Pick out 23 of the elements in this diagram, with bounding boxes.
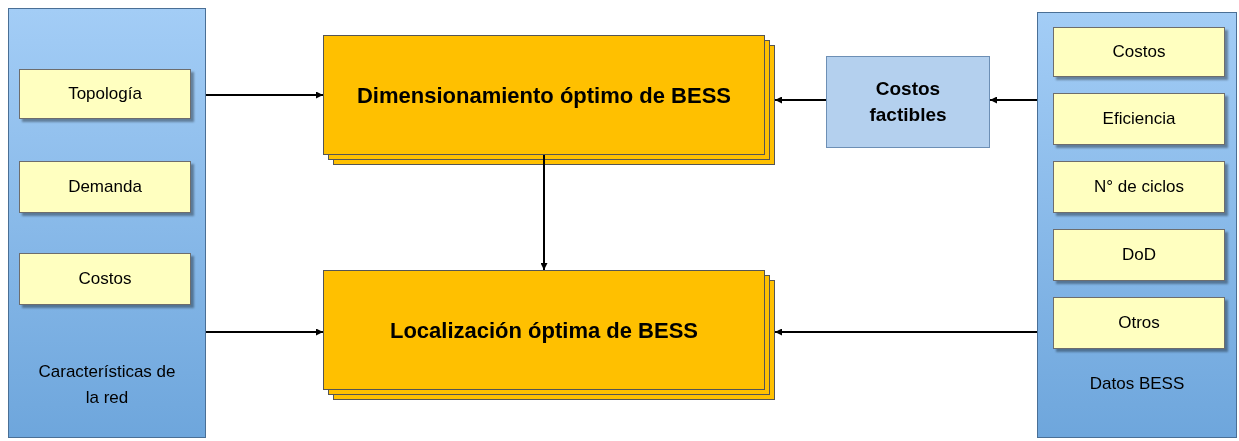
- stacked-process-box: [323, 35, 775, 165]
- arrow: [205, 328, 324, 336]
- group-panel: [1037, 12, 1237, 438]
- input-box: DoD: [1053, 229, 1225, 281]
- input-box: Costos: [19, 253, 191, 305]
- input-box: Eficiencia: [1053, 93, 1225, 145]
- arrow: [774, 328, 1038, 336]
- arrow: [205, 91, 324, 99]
- panel-title: Características de la red: [37, 361, 177, 409]
- input-box: Topología: [19, 69, 191, 119]
- input-box: Demanda: [19, 161, 191, 213]
- input-box: Costos: [1053, 27, 1225, 77]
- stacked-process-box: [323, 270, 775, 400]
- panel-title: Datos BESS: [1088, 373, 1186, 395]
- arrow: [774, 96, 827, 104]
- process-title: Localización óptima de BESS: [389, 316, 699, 345]
- group-panel: [8, 8, 206, 438]
- arrow: [540, 154, 548, 271]
- input-box: N° de ciclos: [1053, 161, 1225, 213]
- input-box: Otros: [1053, 297, 1225, 349]
- process-title: Dimensionamiento óptimo de BESS: [356, 81, 731, 110]
- process-box: Costos factibles: [826, 56, 990, 148]
- arrow: [989, 96, 1038, 104]
